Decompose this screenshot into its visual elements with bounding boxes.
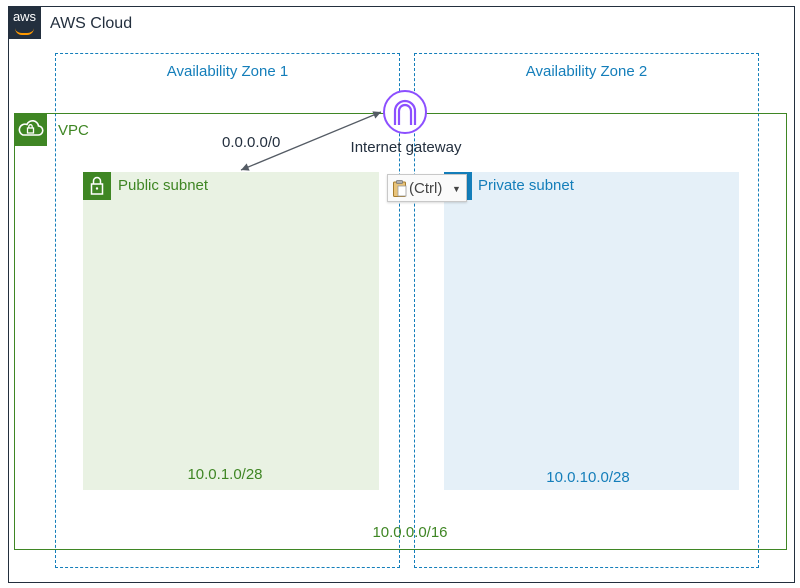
route-label: 0.0.0.0/0 <box>222 134 281 151</box>
private-subnet <box>444 172 739 490</box>
availability-zone-2-label: Availability Zone 2 <box>525 63 648 80</box>
aws-cloud-group <box>8 6 795 583</box>
clipboard-icon <box>393 180 407 197</box>
availability-zone-2 <box>414 53 759 568</box>
paste-options-label: (Ctrl) <box>409 180 443 197</box>
cloud-lock-icon <box>14 113 47 146</box>
gateway-arch-icon <box>383 90 427 134</box>
private-subnet-cidr: 10.0.10.0/28 <box>546 469 630 486</box>
padlock-icon <box>83 172 111 200</box>
internet-gateway-label: Internet gateway <box>350 139 462 156</box>
aws-logo-icon: aws <box>8 6 41 39</box>
caret-down-icon[interactable]: ▼ <box>452 184 461 194</box>
vpc-label: VPC <box>58 122 89 139</box>
public-subnet-label: Public subnet <box>118 177 209 194</box>
aws-cloud-title: AWS Cloud <box>50 15 133 32</box>
aws-smile-mark <box>15 28 34 35</box>
public-subnet <box>83 172 379 490</box>
aws-logo-text: aws <box>12 9 37 24</box>
paste-options-button[interactable]: (Ctrl) ▼ <box>387 174 467 202</box>
route-arrow <box>240 111 382 171</box>
availability-zone-1 <box>55 53 400 568</box>
vpc-cidr: 10.0.0.0/16 <box>372 524 448 541</box>
availability-zone-1-label: Availability Zone 1 <box>166 63 289 80</box>
private-subnet-label: Private subnet <box>478 177 574 194</box>
public-subnet-cidr: 10.0.1.0/28 <box>187 466 263 483</box>
